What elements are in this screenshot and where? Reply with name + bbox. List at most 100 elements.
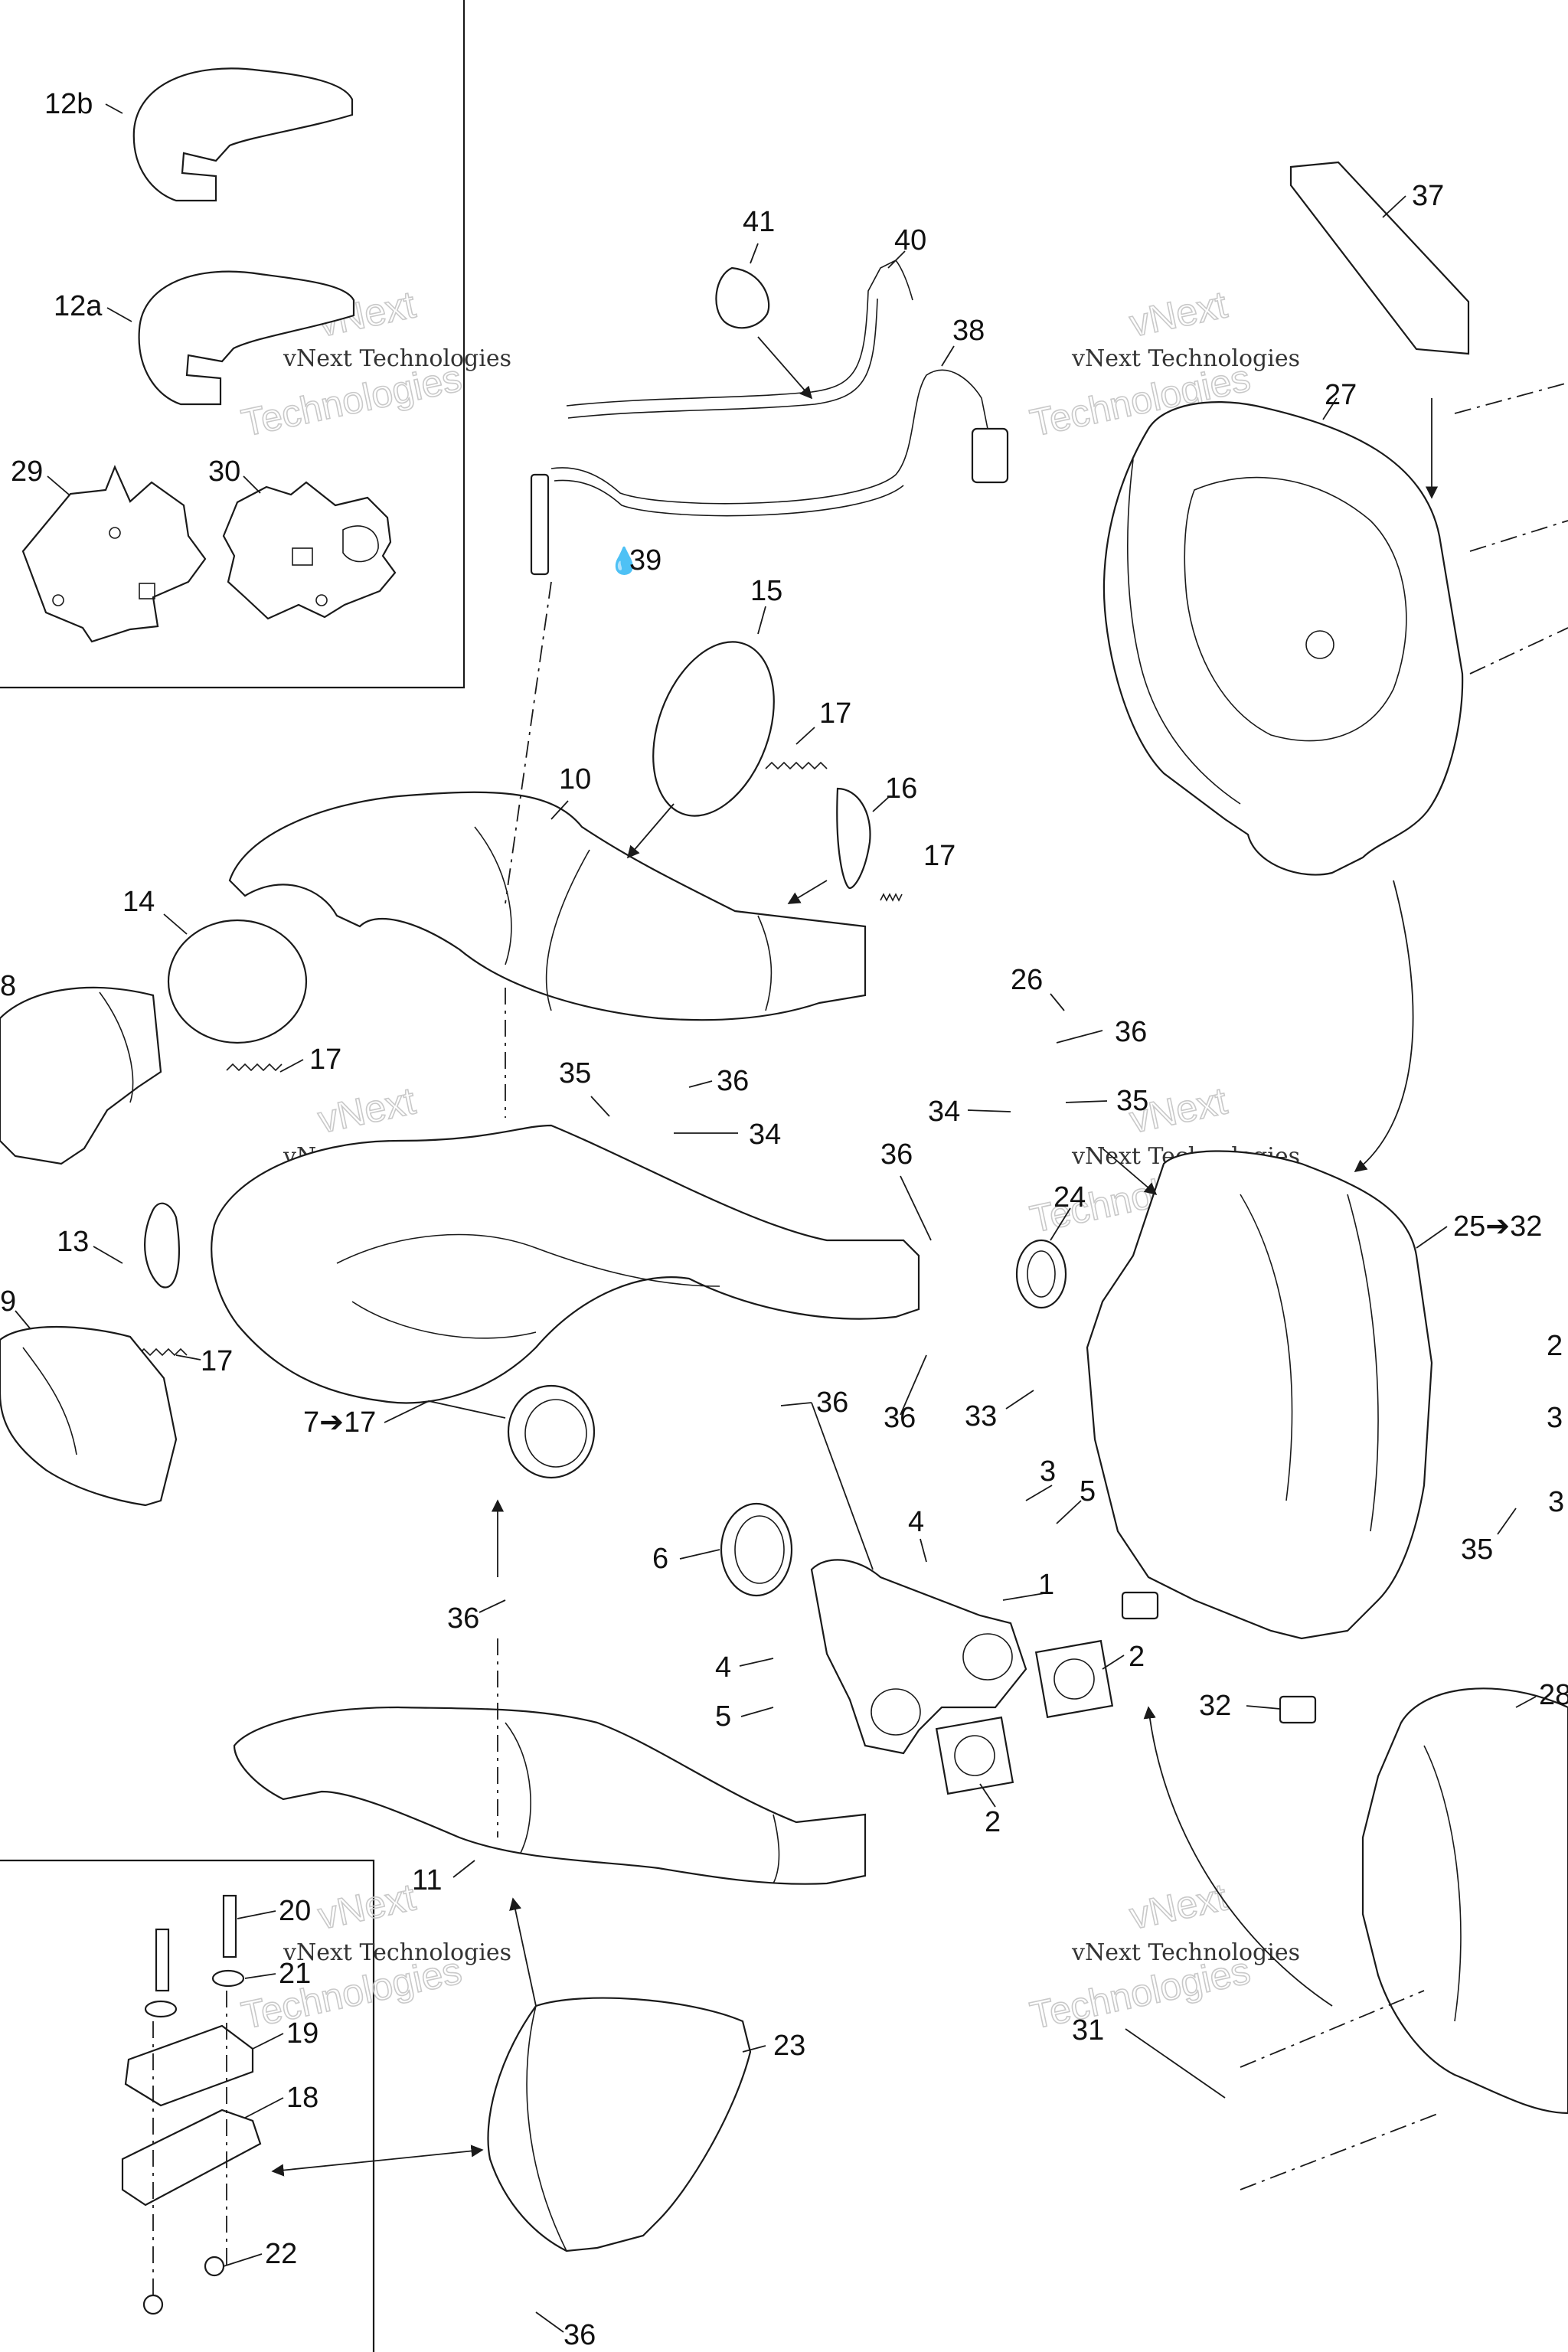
leader-26 (1050, 993, 1065, 1011)
callout-23: 23 (773, 2030, 805, 2062)
callout-39-drop-icon: 💧 (608, 546, 640, 576)
heat-shield-30 (222, 481, 397, 620)
leader-34 (967, 1109, 1011, 1112)
exhaust-pipe-11 (233, 1706, 867, 1885)
shield-30-slot (292, 547, 313, 566)
callout-3: 3 (1040, 1455, 1056, 1488)
leader-9 (15, 1310, 31, 1330)
heat-shield-29 (21, 465, 207, 643)
clamp-band-13 (144, 1202, 181, 1289)
callout-35: 35 (1461, 1534, 1493, 1566)
shield-30-cutout (342, 525, 379, 563)
leader-31 (1125, 2028, 1226, 2099)
callout-36: 36 (1115, 1016, 1147, 1048)
heat-shield-23-edge (526, 2005, 567, 2252)
muffler-25-seam (1347, 1194, 1379, 1532)
centerline-cover-27 (1469, 627, 1568, 675)
callout-1: 1 (1038, 1569, 1054, 1601)
callout-36: 36 (564, 2319, 596, 2351)
gasket-6 (720, 1502, 793, 1597)
exhaust-pipe-11-seam (505, 1722, 531, 1854)
leader-3 (1025, 1485, 1053, 1501)
shield-29-hole (52, 594, 64, 606)
callout-35: 35 (559, 1057, 591, 1089)
nut-22 (204, 2256, 225, 2277)
leader-11 (452, 1860, 475, 1878)
gasket-6-inner (734, 1515, 785, 1584)
leader-1 (1002, 1592, 1050, 1601)
callout-4: 4 (908, 1506, 924, 1538)
callout-3: 3 (1547, 1402, 1563, 1434)
leader-35 (1497, 1508, 1517, 1535)
arrow-spring-17 (787, 880, 828, 904)
callout-24: 24 (1054, 1181, 1086, 1214)
heat-shield-10-rib (757, 915, 773, 1011)
leader-22 (223, 2253, 263, 2267)
callout-22: 22 (265, 2238, 297, 2270)
arrow-bracket-shield (271, 2145, 484, 2177)
svg-text:vNext: vNext (315, 1079, 420, 1141)
sensor-clamp-41 (715, 266, 770, 329)
manifold-1-port (871, 1688, 921, 1736)
callout-38: 38 (952, 315, 985, 347)
leader-27 (1322, 397, 1338, 420)
callout-16: 16 (885, 773, 917, 805)
callout-36: 36 (816, 1387, 848, 1419)
muffler-25-seam (1240, 1194, 1293, 1501)
callout-33: 33 (965, 1400, 997, 1432)
callout-40: 40 (894, 224, 926, 256)
clamp-ring-14 (167, 919, 308, 1044)
centerline-shell-28 (1240, 1990, 1425, 2068)
callout-17: 17 (309, 1044, 341, 1076)
callout-36: 36 (880, 1138, 913, 1171)
arrow-28-mount (1143, 1706, 1333, 2007)
callout-9: 9 (0, 1285, 16, 1318)
heat-shield-12a (138, 270, 355, 406)
washer-21 (211, 1969, 245, 1988)
callout-7-17: 7➔17 (303, 1406, 376, 1439)
cover-plate-37 (1289, 161, 1470, 355)
shield-30-hole (315, 594, 328, 606)
elbow-shield-8 (0, 986, 162, 1165)
leader-36 (1056, 1030, 1103, 1044)
watermark-bottom-right: vNext vNext Technologies Technologies (1026, 1875, 1300, 2038)
pipe-outlet-7 (507, 1384, 596, 1479)
callout-3: 3 (1548, 1486, 1564, 1518)
spring-17 (137, 1348, 188, 1357)
callout-6: 6 (652, 1543, 668, 1575)
heat-shield-10 (228, 791, 867, 1021)
callout-12a: 12a (54, 290, 103, 322)
leader-18 (244, 2097, 284, 2118)
callout-17: 17 (923, 840, 956, 872)
sleeve-24-inner (1027, 1250, 1056, 1298)
svg-text:vNext: vNext (1126, 283, 1231, 345)
leader-16 (872, 795, 890, 812)
callout-34: 34 (928, 1096, 960, 1128)
callout-21: 21 (279, 1958, 311, 1990)
muffler-cover-27 (1102, 401, 1464, 876)
muffler-cover-27-port (1305, 630, 1334, 659)
callout-37: 37 (1412, 180, 1444, 212)
leader-41 (750, 243, 759, 264)
exhaust-pipe-11-seam (773, 1814, 780, 1884)
callout-19: 19 (286, 2017, 318, 2050)
leader-7 (384, 1400, 506, 1423)
callout-27: 27 (1325, 379, 1357, 411)
leader-24 (1050, 1207, 1071, 1241)
elbow-shield-8-rib (99, 991, 134, 1103)
callout-11: 11 (412, 1864, 442, 1896)
callout-17: 17 (819, 697, 851, 730)
harness-hose-40 (566, 259, 913, 407)
rubber-mount-32 (1121, 1591, 1159, 1620)
leader-23 (742, 2045, 766, 2053)
leader-17 (795, 727, 815, 745)
leader-10 (550, 800, 569, 820)
leader-15 (757, 606, 766, 635)
leader-28 (1515, 1696, 1537, 1708)
callout-10: 10 (559, 763, 591, 795)
centerline-shell-28 (1240, 2112, 1440, 2190)
callout-8: 8 (0, 970, 16, 1002)
svg-text:vNext Technologies: vNext Technologies (1071, 345, 1300, 372)
clamp-band-16 (836, 787, 871, 890)
rubber-mount-32 (1279, 1695, 1317, 1724)
